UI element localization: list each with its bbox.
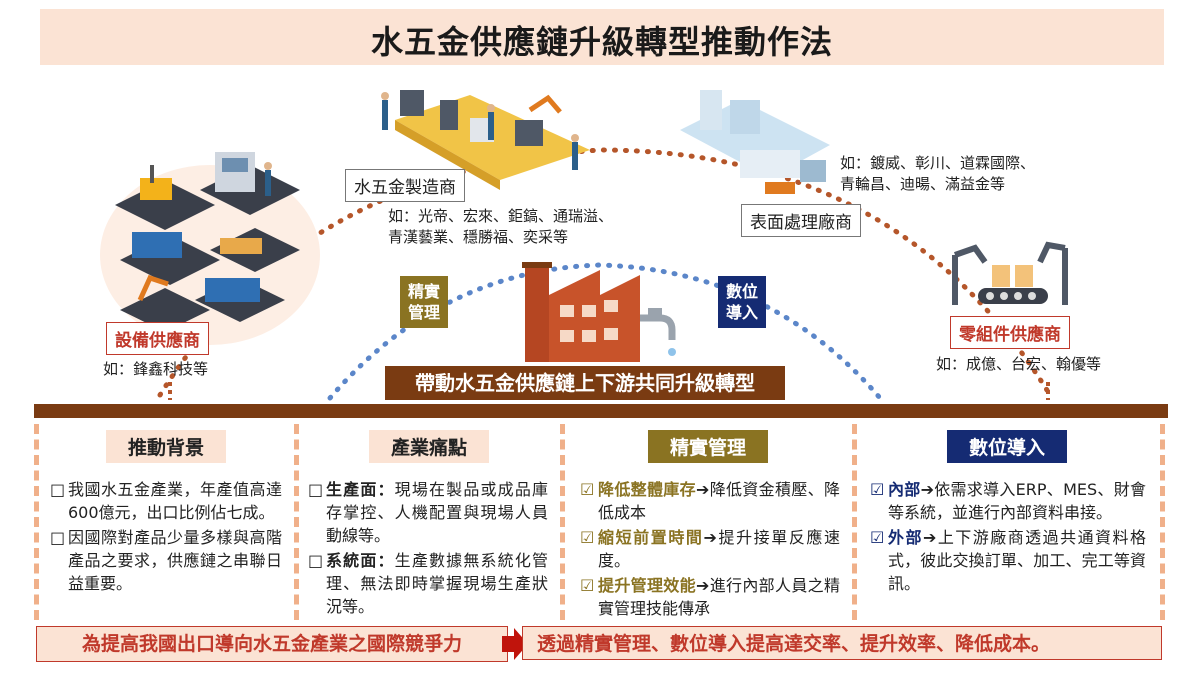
lean-management-column: 精實管理 ☑降低整體庫存➔降低資金積壓、降低成本 ☑縮短前置時間➔提升接單反應速… bbox=[566, 420, 850, 620]
column-separator bbox=[294, 424, 299, 620]
title-bar: 水五金供應鏈升級轉型推動作法 bbox=[40, 9, 1164, 65]
surface-treatment-plant-icon bbox=[680, 90, 830, 194]
outcome-banner: 透過精實管理、數位導入提高達交率、提升效率、降低成本。 bbox=[522, 626, 1162, 660]
item-text: 依需求導入ERP、MES、財會等系統，並進行內部資料串接。 bbox=[888, 480, 1146, 522]
checkbox-icon: □ bbox=[50, 528, 66, 547]
column-separator bbox=[560, 424, 565, 620]
item-text: 因國際對產品少量多樣與高階產品之要求，供應鏈之串聯日益重要。 bbox=[68, 528, 282, 593]
manufacturer-factory-icon bbox=[381, 90, 590, 190]
arrow-right-icon bbox=[502, 628, 528, 660]
arrow-icon: ➔ bbox=[922, 528, 937, 547]
checkbox-icon: □ bbox=[308, 480, 324, 499]
surface-treatment-label: 表面處理廠商 bbox=[741, 204, 861, 237]
lean-tag-line2: 管理 bbox=[408, 303, 441, 322]
item-text: 降低資金積壓、降低成本 bbox=[598, 480, 840, 522]
item-text: 進行內部人員之精實管理技能傳承 bbox=[598, 576, 840, 618]
parts-assembly-line-icon bbox=[952, 241, 1068, 305]
item-label: 生產面： bbox=[326, 480, 395, 499]
arrow-icon: ➔ bbox=[695, 480, 710, 499]
checkbox-icon: □ bbox=[308, 551, 324, 570]
checkbox-icon: □ bbox=[50, 480, 66, 499]
lean-management-heading: 精實管理 bbox=[647, 430, 769, 463]
check-icon: ☑ bbox=[580, 576, 595, 595]
item-label: 提升管理效能 bbox=[598, 576, 696, 595]
digital-tag-line1: 數位 bbox=[726, 282, 759, 301]
central-factory-icon bbox=[522, 262, 676, 362]
check-icon: ☑ bbox=[870, 480, 885, 499]
page-title: 水五金供應鏈升級轉型推動作法 bbox=[370, 23, 833, 61]
digital-adoption-column: 數位導入 ☑內部➔依需求導入ERP、MES、財會等系統，並進行內部資料串接。 ☑… bbox=[858, 420, 1156, 620]
digital-tag-line2: 導入 bbox=[726, 303, 759, 322]
item-label: 外部 bbox=[888, 528, 923, 547]
check-icon: ☑ bbox=[870, 528, 885, 547]
center-banner: 帶動水五金供應鏈上下游共同升級轉型 bbox=[385, 366, 785, 400]
column-separator bbox=[852, 424, 857, 620]
parts-supplier-label: 零組件供應商 bbox=[950, 316, 1070, 349]
item-text: 生產數據無系統化管理、無法即時掌握現場生產狀況等。 bbox=[326, 551, 548, 616]
manufacturer-examples-line1: 如：光帝、宏來、鉅鎬、通瑞溢、 bbox=[388, 207, 614, 225]
item-label: 縮短前置時間 bbox=[598, 528, 704, 547]
item-label: 內部 bbox=[888, 480, 921, 499]
list-item: ☑縮短前置時間➔提升接單反應速度。 bbox=[580, 526, 840, 572]
digital-adoption-tag: 數位 導入 bbox=[718, 276, 767, 328]
list-item: □我國水五金產業，年產值高達600億元，出口比例佔七成。 bbox=[50, 478, 282, 524]
list-item: ☑內部➔依需求導入ERP、MES、財會等系統，並進行內部資料串接。 bbox=[870, 478, 1146, 524]
arrow-icon: ➔ bbox=[695, 576, 710, 595]
item-text: 提升接單反應速度。 bbox=[598, 528, 840, 570]
item-text: 現場在製品或成品庫存掌控、人機配置與現場人員動線等。 bbox=[326, 480, 548, 545]
manufacturer-label: 水五金製造商 bbox=[345, 169, 465, 202]
item-label: 系統面： bbox=[326, 551, 395, 570]
list-item: ☑外部➔上下游廠商透過共通資料格式，彼此交換訂單、加工、完工等資訊。 bbox=[870, 526, 1146, 595]
manufacturer-examples-line2: 青漢藝業、穩勝福、奕采等 bbox=[388, 228, 569, 246]
lean-management-tag: 精實 管理 bbox=[400, 276, 449, 328]
lean-tag-line1: 精實 bbox=[408, 282, 441, 301]
surface-treatment-examples-line1: 如：鍍威、彰川、道霖國際、 bbox=[840, 154, 1036, 172]
background-column: 推動背景 □我國水五金產業，年產值高達600億元，出口比例佔七成。 □因國際對產… bbox=[40, 420, 292, 620]
list-item: □生產面：現場在製品或成品庫存掌控、人機配置與現場人員動線等。 bbox=[308, 478, 548, 547]
list-item: ☑降低整體庫存➔降低資金積壓、降低成本 bbox=[580, 478, 840, 524]
goal-banner: 為提高我國出口導向水五金產業之國際競爭力 bbox=[36, 626, 508, 662]
item-text: 上下游廠商透過共通資料格式，彼此交換訂單、加工、完工等資訊。 bbox=[888, 528, 1146, 593]
pain-points-heading: 產業痛點 bbox=[368, 430, 490, 463]
column-separator bbox=[34, 424, 39, 620]
surface-treatment-examples-line2: 青輪昌、迪暘、滿益金等 bbox=[840, 175, 1006, 193]
divider-bar bbox=[34, 404, 1168, 418]
item-text: 我國水五金產業，年產值高達600億元，出口比例佔七成。 bbox=[68, 480, 282, 522]
check-icon: ☑ bbox=[580, 528, 595, 547]
list-item: □系統面：生產數據無系統化管理、無法即時掌握現場生產狀況等。 bbox=[308, 549, 548, 618]
list-item: ☑提升管理效能➔進行內部人員之精實管理技能傳承 bbox=[580, 574, 840, 620]
inner-arc bbox=[327, 262, 883, 401]
parts-supplier-examples: 如：成億、台宏、翰優等 bbox=[936, 355, 1102, 373]
pain-points-column: 產業痛點 □生產面：現場在製品或成品庫存掌控、人機配置與現場人員動線等。 □系統… bbox=[300, 420, 558, 620]
item-label: 降低整體庫存 bbox=[598, 480, 696, 499]
equipment-factory-icon bbox=[100, 152, 320, 345]
column-separator bbox=[1160, 424, 1165, 620]
check-icon: ☑ bbox=[580, 480, 595, 499]
digital-adoption-heading: 數位導入 bbox=[946, 430, 1068, 463]
arrow-icon: ➔ bbox=[920, 480, 934, 499]
background-heading: 推動背景 bbox=[105, 430, 227, 463]
list-item: □因國際對產品少量多樣與高階產品之要求，供應鏈之串聯日益重要。 bbox=[50, 526, 282, 595]
equipment-supplier-label: 設備供應商 bbox=[106, 322, 209, 355]
equipment-supplier-examples: 如：鋒鑫科技等 bbox=[103, 360, 209, 378]
arrow-icon: ➔ bbox=[703, 528, 717, 547]
